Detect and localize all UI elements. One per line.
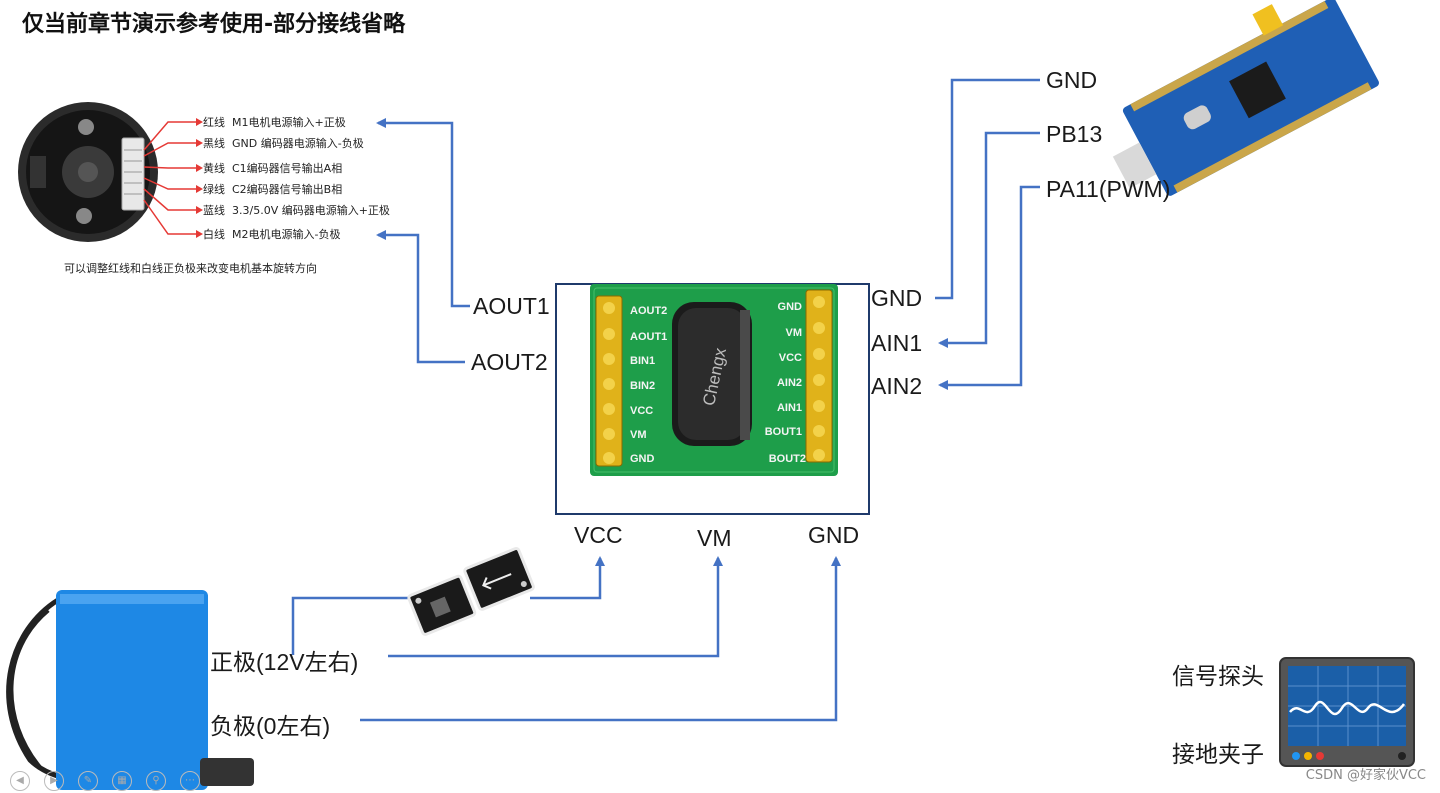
board-right-pin-3: AIN2 [777, 377, 802, 389]
wire-aout2 [376, 230, 465, 364]
battery-image [6, 590, 254, 790]
label-bottom-gnd: GND [808, 522, 860, 548]
slides-icon[interactable]: ▦ [112, 771, 132, 791]
label-battery-positive: 正极(12V左右) [210, 649, 359, 675]
label-aout1: AOUT1 [473, 293, 550, 319]
wire-vcc [291, 596, 412, 655]
label-vcc: VCC [574, 522, 623, 548]
label-vm: VM [697, 525, 732, 551]
motor-wire-label-yellow: 黄线 C1编码器信号输出A相 [203, 162, 343, 175]
label-scope-probe: 信号探头 [1172, 663, 1264, 689]
label-pb13: PB13 [1046, 121, 1103, 147]
viewer-nav: ◀ ▶ ✎ ▦ ⚲ ⋯ [10, 771, 200, 791]
encoder-motor-image [18, 102, 158, 242]
driver-board-image [590, 284, 838, 476]
prev-icon[interactable]: ◀ [10, 771, 30, 791]
regulator-image [407, 547, 535, 636]
board-right-pin-1: VM [786, 327, 803, 339]
label-aout2: AOUT2 [471, 349, 548, 375]
label-scope-ground: 接地夹子 [1172, 741, 1264, 767]
oscilloscope-icon [1279, 657, 1415, 767]
board-right-pin-4: AIN1 [777, 402, 802, 414]
wire-vm [388, 556, 723, 658]
motor-wire-label-green: 绿线 C2编码器信号输出B相 [203, 183, 343, 196]
label-ain2: AIN2 [871, 373, 923, 399]
wire-gnd-mcu [935, 78, 1040, 300]
board-left-pin-2: BIN1 [630, 355, 655, 367]
pen-icon[interactable]: ✎ [78, 771, 98, 791]
play-icon[interactable]: ▶ [44, 771, 64, 791]
label-mcu-gnd: GND [1046, 67, 1098, 93]
motor-note: 可以调整红线和白线正负极来改变电机基本旋转方向 [64, 262, 317, 275]
board-right-pin-5: BOUT1 [765, 426, 802, 438]
watermark: CSDN @好家伙VCC [1305, 768, 1426, 783]
label-ain1: AIN1 [871, 330, 923, 356]
wire-vcc-out [530, 556, 605, 600]
motor-wire-label-red: 红线 M1电机电源输入+正极 [203, 116, 346, 129]
mcu-board-image [1112, 0, 1379, 196]
motor-wire-label-white: 白线 M2电机电源输入-负极 [203, 228, 341, 241]
board-left-pin-3: BIN2 [630, 380, 655, 392]
board-right-pin-0: GND [778, 301, 803, 313]
board-left-pin-1: AOUT1 [630, 331, 667, 343]
board-left-pin-0: AOUT2 [630, 305, 667, 317]
label-pa11: PA11(PWM) [1046, 176, 1171, 202]
wire-gnd [360, 556, 841, 722]
board-left-pin-6: GND [630, 453, 655, 465]
board-left-pin-4: VCC [630, 405, 653, 417]
wire-pa11 [938, 185, 1040, 390]
wire-aout1 [376, 118, 470, 308]
zoom-icon[interactable]: ⚲ [146, 771, 166, 791]
label-battery-negative: 负极(0左右) [210, 713, 331, 739]
more-icon[interactable]: ⋯ [180, 771, 200, 791]
motor-wire-label-black: 黑线 GND 编码器电源输入-负极 [203, 137, 364, 150]
label-driver-gnd: GND [871, 285, 923, 311]
board-right-pin-6: BOUT2 [769, 453, 806, 465]
wire-pb13 [938, 131, 1040, 348]
page-title: 仅当前章节演示参考使用-部分接线省略 [22, 12, 406, 37]
board-right-pin-2: VCC [779, 352, 802, 364]
motor-wire-label-blue: 蓝线 3.3/5.0V 编码器电源输入+正极 [203, 204, 390, 217]
board-left-pin-5: VM [630, 429, 647, 441]
